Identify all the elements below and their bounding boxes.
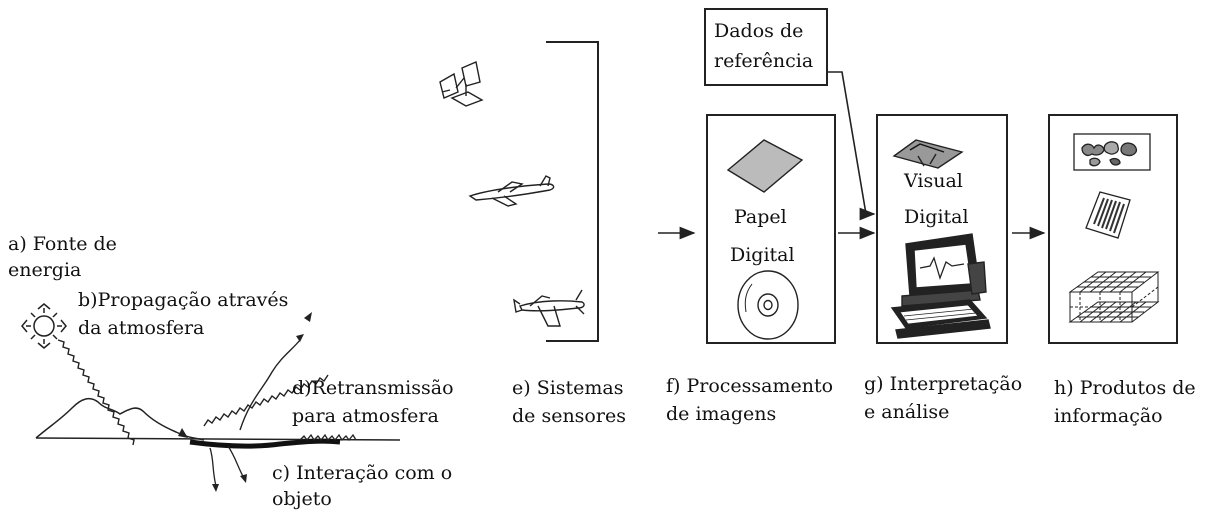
map-product-icon [1073, 133, 1151, 171]
label-c-line1: c) Interação com o [272, 462, 453, 484]
propeller-airplane-icon [513, 289, 585, 327]
processing-digital-label: Digital [730, 244, 795, 266]
satellite-icon [439, 61, 484, 107]
processing-paper-label: Papel [734, 206, 787, 228]
label-b-line2: da atmosfera [78, 317, 205, 339]
computer-workstation-icon [890, 233, 991, 339]
data-grid-icon [1068, 271, 1160, 323]
label-g-line2: e análise [864, 401, 950, 423]
image-processing-box: Papel Digital [706, 114, 836, 344]
reflected-ray [203, 374, 329, 427]
paper-sheet-icon [726, 139, 804, 193]
emitted-ray [239, 339, 301, 431]
label-e-line2: de sensores [512, 405, 626, 427]
interpretation-visual-label: Visual [904, 170, 963, 192]
sun-icon [21, 303, 67, 349]
information-products-box [1048, 114, 1178, 344]
label-e-line1: e) Sistemas [512, 377, 624, 399]
terrain-map-icon [892, 139, 964, 169]
incident-ray [57, 339, 135, 446]
terrain-mountains [35, 397, 205, 441]
cd-disc-icon [737, 270, 799, 340]
label-f-line2: de imagens [666, 403, 777, 425]
reference-line2: referência [714, 50, 814, 72]
jet-airplane-icon [468, 175, 555, 207]
label-c-line2: objeto [272, 488, 332, 510]
reference-arrow [828, 71, 876, 221]
label-h-line1: h) Produtos de [1054, 377, 1196, 399]
interpretation-box: Visual Digital [876, 114, 1008, 344]
report-document-icon [1085, 191, 1131, 239]
interpretation-digital-label: Digital [904, 206, 969, 228]
label-a-line2: energia [8, 259, 82, 281]
sensor-bracket [546, 41, 599, 342]
label-d-line2: para atmosfera [292, 405, 439, 427]
reference-line1: Dados de [714, 20, 804, 42]
label-g-line1: g) Interpretação [864, 373, 1023, 395]
label-d-line1: d)Retransmissão [292, 377, 454, 399]
reference-data-box: Dados de referência [704, 8, 828, 86]
label-b-line1: b)Propagação através [78, 289, 289, 311]
label-f-line1: f) Processamento [666, 375, 834, 397]
label-h-line2: informação [1054, 405, 1163, 427]
label-a-line1: a) Fonte de [8, 233, 117, 255]
